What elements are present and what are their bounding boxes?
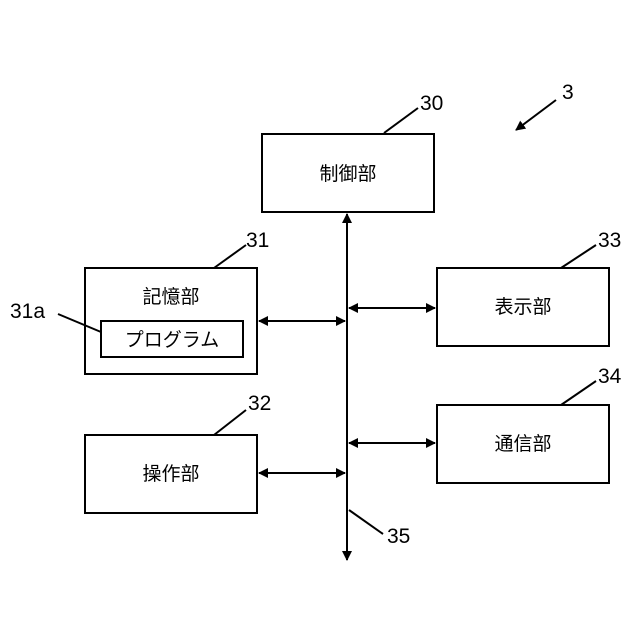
operation-block-label: 操作部: [142, 463, 199, 485]
figure-ref-label: 3: [562, 81, 574, 104]
control-block-label: 制御部: [319, 163, 376, 185]
bus-ref-label: 35: [387, 525, 410, 548]
storage-ref-leader: [214, 245, 246, 268]
operation-ref-leader: [214, 410, 246, 435]
display-ref-label: 33: [598, 229, 621, 252]
communication-block-label: 通信部: [494, 433, 551, 455]
bus-ref-leader: [349, 510, 383, 534]
control-ref-leader: [384, 108, 418, 133]
program-ref-label: 31a: [10, 300, 45, 323]
communication-ref-label: 34: [598, 365, 622, 388]
display-block-label: 表示部: [494, 296, 551, 318]
figure-ref-arrow: [516, 100, 556, 130]
control-ref-label: 30: [420, 92, 443, 115]
storage-block-label: 記憶部: [142, 286, 199, 308]
program-block-label: プログラム: [125, 329, 219, 351]
display-ref-leader: [561, 245, 596, 268]
operation-ref-label: 32: [248, 392, 271, 415]
communication-ref-leader: [561, 381, 596, 405]
storage-ref-label: 31: [246, 229, 269, 252]
